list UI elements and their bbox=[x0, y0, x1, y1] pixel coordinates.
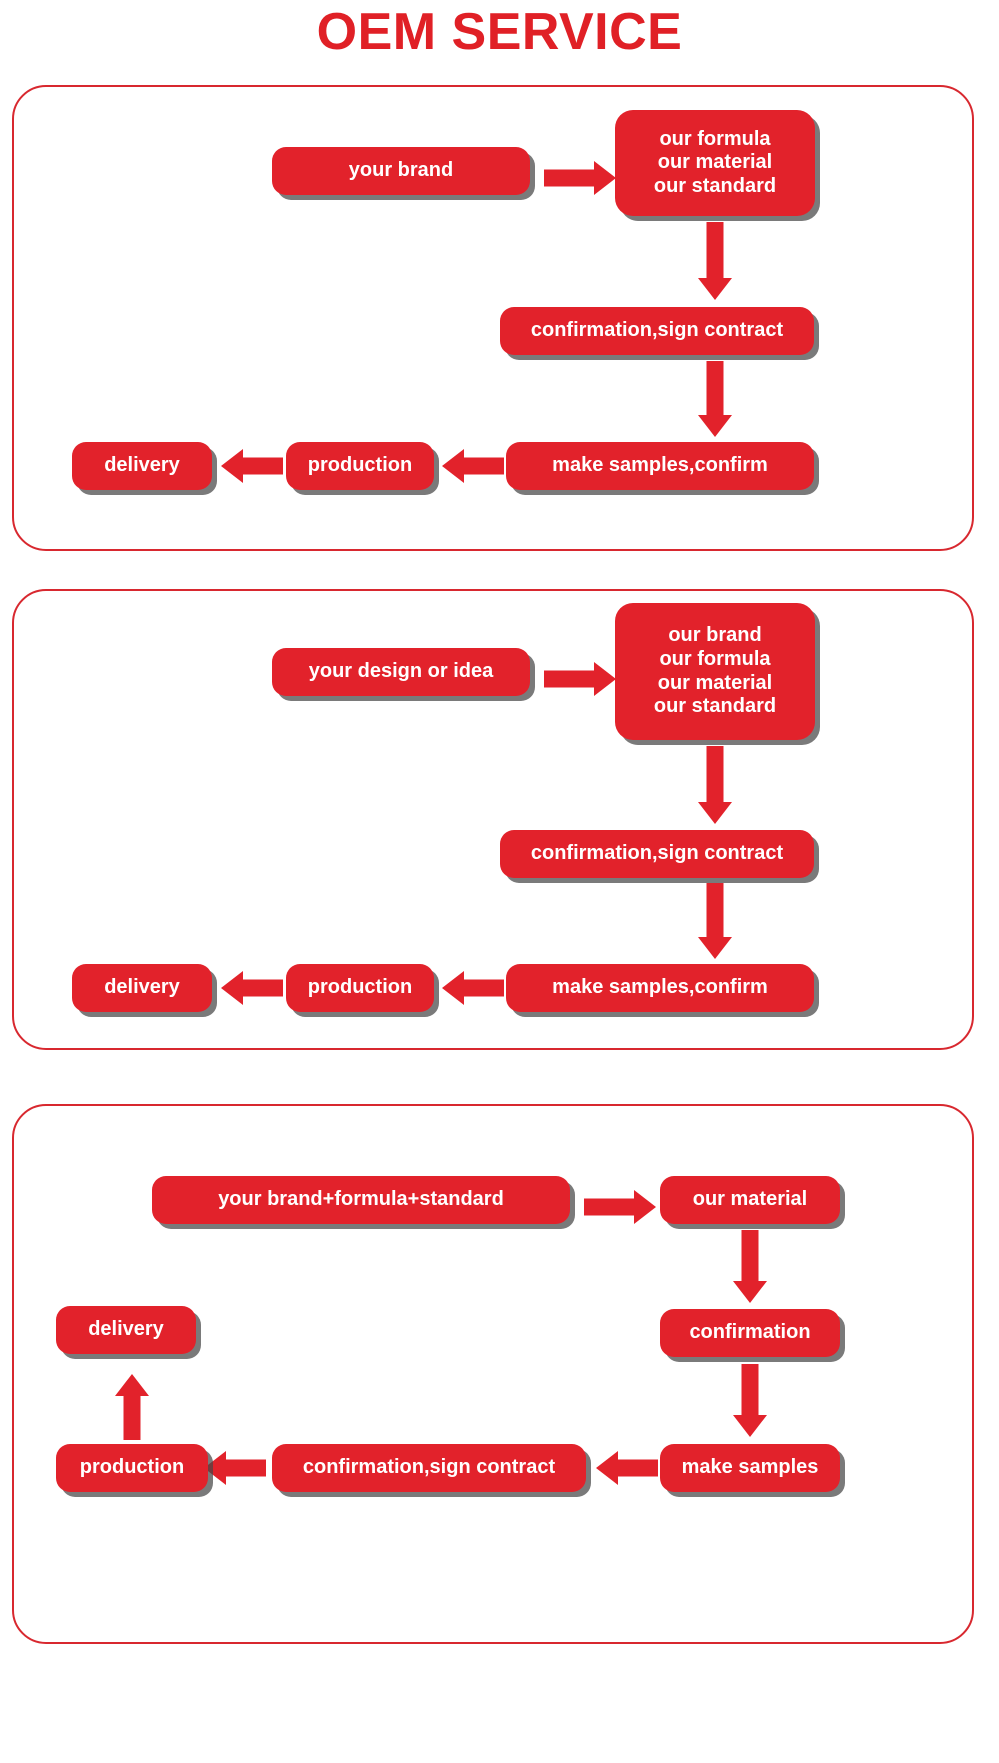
node-production[interactable]: production bbox=[286, 442, 434, 490]
node-confirmation-contract[interactable]: confirmation,sign contract bbox=[500, 830, 814, 878]
oem-flow-panel-3: your brand+formula+standard our material… bbox=[12, 1104, 974, 1644]
arrow-brand-to-specs bbox=[544, 161, 616, 195]
arrow-shaft bbox=[706, 883, 724, 937]
arrow-shaft bbox=[241, 457, 283, 475]
arrow-head bbox=[733, 1415, 767, 1437]
node-confirmation[interactable]: confirmation bbox=[660, 1309, 840, 1357]
arrow-shaft bbox=[706, 222, 724, 278]
node-our-specs[interactable]: our formula our material our standard bbox=[615, 110, 815, 216]
arrow-shaft bbox=[741, 1364, 759, 1415]
arrow-head bbox=[221, 971, 243, 1005]
arrow-head bbox=[221, 449, 243, 483]
node-production[interactable]: production bbox=[286, 964, 434, 1012]
arrow-shaft bbox=[462, 979, 504, 997]
arrow-shaft bbox=[224, 1459, 266, 1477]
arrow-head bbox=[204, 1451, 226, 1485]
arrow-shaft bbox=[241, 979, 283, 997]
arrow-head bbox=[733, 1281, 767, 1303]
arrow-confirmation-to-samples bbox=[698, 361, 732, 437]
node-confirmation-contract[interactable]: confirmation,sign contract bbox=[272, 1444, 586, 1492]
arrow-production-to-delivery bbox=[221, 971, 283, 1005]
arrow-shaft bbox=[616, 1459, 658, 1477]
arrow-production-to-delivery bbox=[221, 449, 283, 483]
arrow-head bbox=[594, 662, 616, 696]
arrow-head bbox=[442, 971, 464, 1005]
node-confirmation-contract[interactable]: confirmation,sign contract bbox=[500, 307, 814, 355]
arrow-head bbox=[596, 1451, 618, 1485]
oem-flow-panel-1: your brand our formula our material our … bbox=[12, 85, 974, 551]
arrow-specs-to-confirmation bbox=[698, 222, 732, 300]
arrow-head bbox=[698, 415, 732, 437]
arrow-head bbox=[594, 161, 616, 195]
arrow-shaft bbox=[584, 1198, 634, 1216]
arrow-production-to-delivery bbox=[115, 1374, 149, 1440]
arrow-samples-to-contract bbox=[596, 1451, 658, 1485]
node-our-brand-specs[interactable]: our brand our formula our material our s… bbox=[615, 603, 815, 740]
arrow-head bbox=[698, 802, 732, 824]
arrow-head bbox=[442, 449, 464, 483]
arrow-samples-to-production bbox=[442, 449, 504, 483]
arrow-shaft bbox=[741, 1230, 759, 1281]
arrow-design-to-specs bbox=[544, 662, 616, 696]
arrow-confirmation-to-samples bbox=[698, 883, 732, 959]
node-our-material[interactable]: our material bbox=[660, 1176, 840, 1224]
arrow-head bbox=[634, 1190, 656, 1224]
arrow-shaft bbox=[462, 457, 504, 475]
node-make-samples-confirm[interactable]: make samples,confirm bbox=[506, 964, 814, 1012]
node-production[interactable]: production bbox=[56, 1444, 208, 1492]
arrow-head bbox=[115, 1374, 149, 1396]
page-title: OEM SERVICE bbox=[316, 3, 683, 61]
arrow-head bbox=[698, 278, 732, 300]
arrow-head bbox=[698, 937, 732, 959]
arrow-material-to-confirmation bbox=[733, 1230, 767, 1303]
arrow-samples-to-production bbox=[442, 971, 504, 1005]
node-delivery[interactable]: delivery bbox=[56, 1306, 196, 1354]
arrow-specs-to-confirmation bbox=[698, 746, 732, 824]
arrow-brand-to-material bbox=[584, 1190, 656, 1224]
node-your-brand[interactable]: your brand bbox=[272, 147, 530, 195]
arrow-shaft bbox=[544, 169, 594, 187]
arrow-contract-to-production bbox=[204, 1451, 266, 1485]
node-your-brand-formula-standard[interactable]: your brand+formula+standard bbox=[152, 1176, 570, 1224]
node-delivery[interactable]: delivery bbox=[72, 964, 212, 1012]
node-make-samples[interactable]: make samples bbox=[660, 1444, 840, 1492]
arrow-shaft bbox=[123, 1396, 141, 1440]
oem-flow-panel-2: your design or idea our brand our formul… bbox=[12, 589, 974, 1050]
arrow-confirmation-to-samples bbox=[733, 1364, 767, 1437]
arrow-shaft bbox=[706, 361, 724, 415]
arrow-shaft bbox=[706, 746, 724, 802]
node-your-design-or-idea[interactable]: your design or idea bbox=[272, 648, 530, 696]
arrow-shaft bbox=[544, 670, 594, 688]
node-make-samples-confirm[interactable]: make samples,confirm bbox=[506, 442, 814, 490]
node-delivery[interactable]: delivery bbox=[72, 442, 212, 490]
